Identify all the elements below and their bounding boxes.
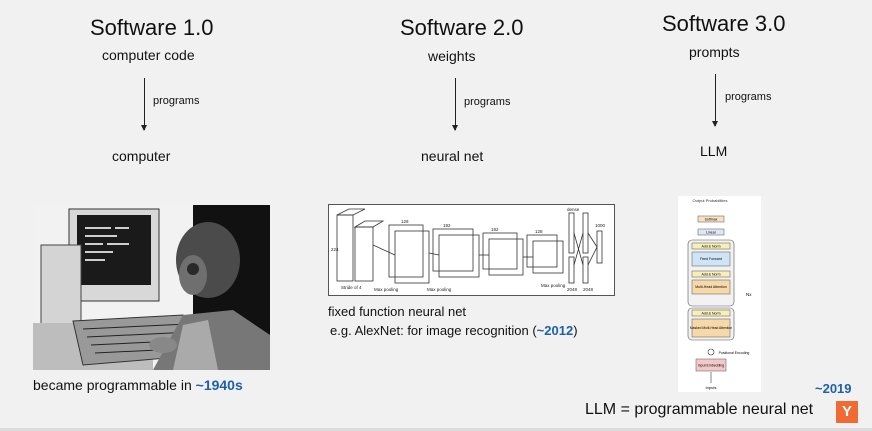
svg-text:1000: 1000 — [595, 223, 606, 228]
svg-text:128: 128 — [401, 219, 409, 224]
software-3-title: Software 3.0 — [662, 11, 786, 36]
software-1-arrow — [141, 78, 147, 131]
software-1-title: Software 1.0 — [90, 15, 214, 40]
svg-text:Linear: Linear — [706, 231, 717, 235]
svg-text:Nx: Nx — [746, 292, 752, 297]
svg-text:192: 192 — [491, 227, 499, 232]
svg-text:Add & Norm: Add & Norm — [701, 245, 720, 249]
svg-text:Max pooling: Max pooling — [427, 287, 452, 292]
video-progress-bar[interactable] — [0, 428, 872, 431]
software-3-year: ~2019 — [815, 381, 852, 396]
svg-text:Stride of 4: Stride of 4 — [341, 285, 362, 290]
svg-text:224: 224 — [331, 247, 339, 252]
svg-text:Max pooling: Max pooling — [374, 287, 399, 292]
svg-text:128: 128 — [535, 229, 543, 234]
svg-text:Positional Encoding: Positional Encoding — [719, 351, 750, 355]
svg-text:Max pooling: Max pooling — [541, 283, 566, 288]
svg-text:2048: 2048 — [567, 287, 578, 292]
software-2-medium: weights — [428, 48, 476, 64]
software-3-verb: programs — [725, 91, 772, 103]
software-2-target: neural net — [421, 148, 484, 164]
svg-text:Input Embedding: Input Embedding — [698, 364, 725, 368]
svg-text:Softmax: Softmax — [705, 218, 718, 222]
software-1-medium: computer code — [102, 47, 195, 63]
svg-text:Output Probabilities: Output Probabilities — [693, 198, 728, 203]
svg-text:Masked Multi-Head Attention: Masked Multi-Head Attention — [690, 326, 732, 330]
computer-terminal-photo — [33, 205, 270, 370]
software-3-target: LLM — [700, 143, 728, 159]
software-2-arrow — [452, 78, 458, 131]
software-3-caption: LLM = programmable neural net — [585, 401, 814, 418]
software-2-verb: programs — [464, 96, 511, 108]
software-2-caption-line2: e.g. AlexNet: for image recognition (~20… — [330, 323, 578, 338]
svg-text:Feed Forward: Feed Forward — [700, 257, 722, 261]
svg-text:Inputs: Inputs — [706, 385, 717, 390]
transformer-diagram: Output Probabilities Softmax Linear Add … — [678, 196, 761, 392]
software-2-caption-line1: fixed function neural net — [328, 304, 467, 319]
software-1-verb: programs — [153, 95, 200, 107]
software-1-target: computer — [112, 148, 171, 164]
svg-text:Multi-Head Attention: Multi-Head Attention — [695, 285, 727, 289]
svg-text:Add & Norm: Add & Norm — [701, 312, 720, 316]
software-3-arrow — [712, 74, 718, 127]
alexnet-diagram: Max pooling Max pooling Max pooling dens… — [328, 204, 615, 296]
svg-text:Add & Norm: Add & Norm — [701, 273, 720, 277]
y-logo-icon: Y — [836, 401, 858, 423]
svg-text:dense: dense — [567, 207, 580, 212]
svg-text:192: 192 — [443, 223, 451, 228]
software-2-title: Software 2.0 — [400, 15, 524, 40]
svg-text:2048: 2048 — [583, 287, 594, 292]
software-3-medium: prompts — [689, 44, 740, 60]
software-1-caption: became programmable in ~1940s — [33, 377, 243, 393]
